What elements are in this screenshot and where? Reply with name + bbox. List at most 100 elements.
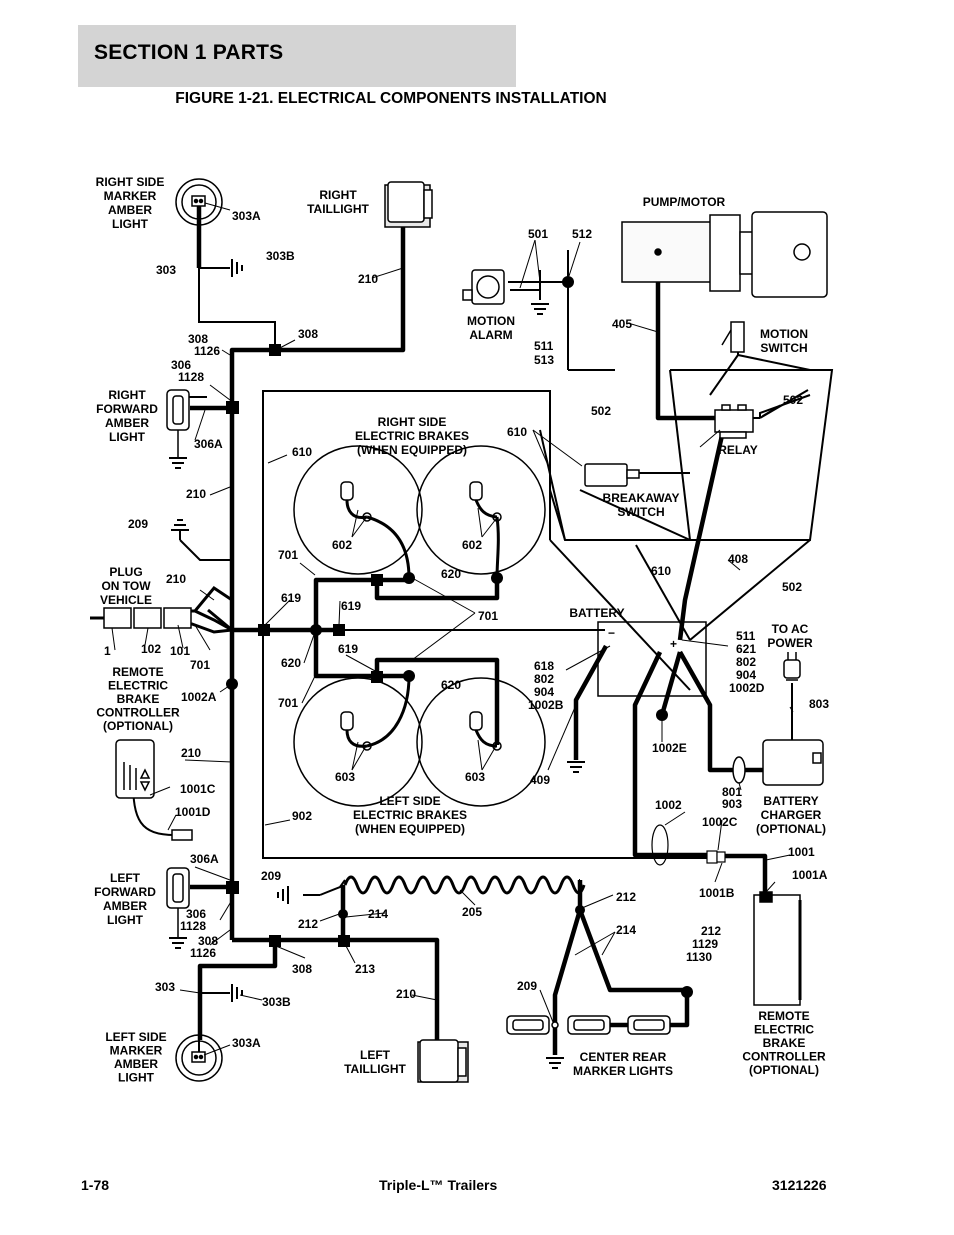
leader-lines (111, 202, 794, 1056)
wire-303-top: 303 (156, 263, 176, 277)
lbl-bs-1: SWITCH (617, 505, 664, 519)
battery (597, 621, 707, 697)
wire-1001D: 1001D (175, 805, 211, 819)
wire-212-a: 212 (298, 917, 318, 931)
center-rear-marker-lights (506, 1015, 671, 1035)
wire-308-low-a: 308 (198, 934, 218, 948)
section-header: SECTION 1 PARTS (78, 25, 516, 87)
wire-212-b: 212 (616, 890, 636, 904)
wire-212-c: 212 (701, 924, 721, 938)
wire-502-a: 502 (591, 404, 611, 418)
wire-904-l: 904 (534, 685, 554, 699)
wire-1002C: 1002C (702, 815, 738, 829)
wire-610-c: 610 (651, 564, 671, 578)
motion-alarm (462, 269, 505, 305)
wire-502-b: 502 (783, 393, 803, 407)
wire-1002: 1002 (655, 798, 682, 812)
lbl-lsb-1: ELECTRIC BRAKES (353, 808, 467, 822)
wire-308-low-b: 308 (292, 962, 312, 976)
ground-rear-icon (545, 1057, 565, 1069)
lbl-rcr-3: CONTROLLER (742, 1050, 826, 1064)
wire-209-rear: 209 (517, 979, 537, 993)
wire-214-a: 214 (368, 907, 388, 921)
lbl-rcl-4: (OPTIONAL) (103, 719, 173, 733)
lbl-cr-1: MARKER LIGHTS (573, 1064, 673, 1078)
wire-303B-top: 303B (266, 249, 295, 263)
wire-1130: 1130 (686, 950, 712, 964)
lbl-plug-0: PLUG (109, 565, 142, 579)
right-forward-amber-light (166, 389, 190, 469)
wire-1001A: 1001A (792, 868, 828, 882)
wire-610-b: 610 (292, 445, 312, 459)
wire-801: 801 (722, 785, 742, 799)
wire-602-a: 602 (332, 538, 352, 552)
wire-603-b: 603 (465, 770, 485, 784)
wire-408: 408 (728, 552, 748, 566)
right-taillight (384, 181, 433, 228)
footer-doc-number: 3121226 (772, 1177, 827, 1193)
wire-501: 501 (528, 227, 548, 241)
wire-1126-low: 1126 (190, 946, 216, 960)
wire-209-low: 209 (261, 869, 281, 883)
lbl-lsb-2: (WHEN EQUIPPED) (355, 822, 465, 836)
plug-connector (90, 607, 192, 629)
wire-619-c: 619 (338, 642, 358, 656)
wire-1: 1 (104, 644, 111, 658)
ground-409-icon (566, 761, 586, 773)
wire-308-top-a: 308 (188, 332, 208, 346)
brake-left-rear (416, 677, 546, 807)
ground-303B-low-icon (231, 983, 243, 1003)
wire-610-a: 610 (507, 425, 527, 439)
wire-205: 205 (462, 905, 482, 919)
lbl-lfa-3: LIGHT (107, 913, 144, 927)
wire-1002E: 1002E (652, 741, 687, 755)
wire-1126-top: 1126 (194, 344, 220, 358)
wire-618: 618 (534, 659, 554, 673)
lbl-rfa-0: RIGHT (108, 388, 146, 402)
ac-power-plug (783, 652, 801, 681)
left-taillight (417, 1039, 469, 1083)
wire-502-c: 502 (782, 580, 802, 594)
wire-1001C: 1001C (180, 782, 216, 796)
wire-210-plug: 210 (166, 572, 186, 586)
lbl-rt-1: TAILLIGHT (307, 202, 369, 216)
brake-right-rear (416, 445, 546, 579)
motion-switch (721, 321, 745, 353)
lbl-ac-1: POWER (767, 636, 813, 650)
lbl-lsm-2: AMBER (114, 1057, 158, 1071)
lbl-rsm-1: MARKER (104, 189, 157, 203)
section-title: SECTION 1 PARTS (94, 41, 284, 64)
wire-303A-low: 303A (232, 1036, 261, 1050)
wire-802-r: 802 (736, 655, 756, 669)
breakaway-switch (584, 463, 640, 487)
ground-303B-top-icon (231, 258, 243, 278)
wire-303-low: 303 (155, 980, 175, 994)
wire-1128-low: 1128 (180, 919, 206, 933)
wire-802-l: 802 (534, 672, 554, 686)
lbl-lfa-1: FORWARD (94, 885, 156, 899)
figure-title: FIGURE 1-21. ELECTRICAL COMPONENTS INSTA… (0, 90, 782, 108)
lbl-lfa-2: AMBER (103, 899, 147, 913)
wire-306-low: 306 (186, 907, 206, 921)
lbl-rfa-3: LIGHT (109, 430, 146, 444)
wire-210-mid: 210 (186, 487, 206, 501)
wire-621: 621 (736, 642, 756, 656)
wire-210-lt: 210 (396, 987, 416, 1001)
wire-904-r: 904 (736, 668, 756, 682)
wire-213: 213 (355, 962, 375, 976)
brake-left-front (293, 675, 423, 807)
ground-209-low-icon (277, 885, 289, 905)
wire-1128-top: 1128 (178, 370, 204, 384)
lbl-plug-2: VEHICLE (100, 593, 152, 607)
wire-1001B: 1001B (699, 886, 735, 900)
coiled-wire-205 (343, 875, 586, 895)
lbl-bs-0: BREAKAWAY (603, 491, 680, 505)
